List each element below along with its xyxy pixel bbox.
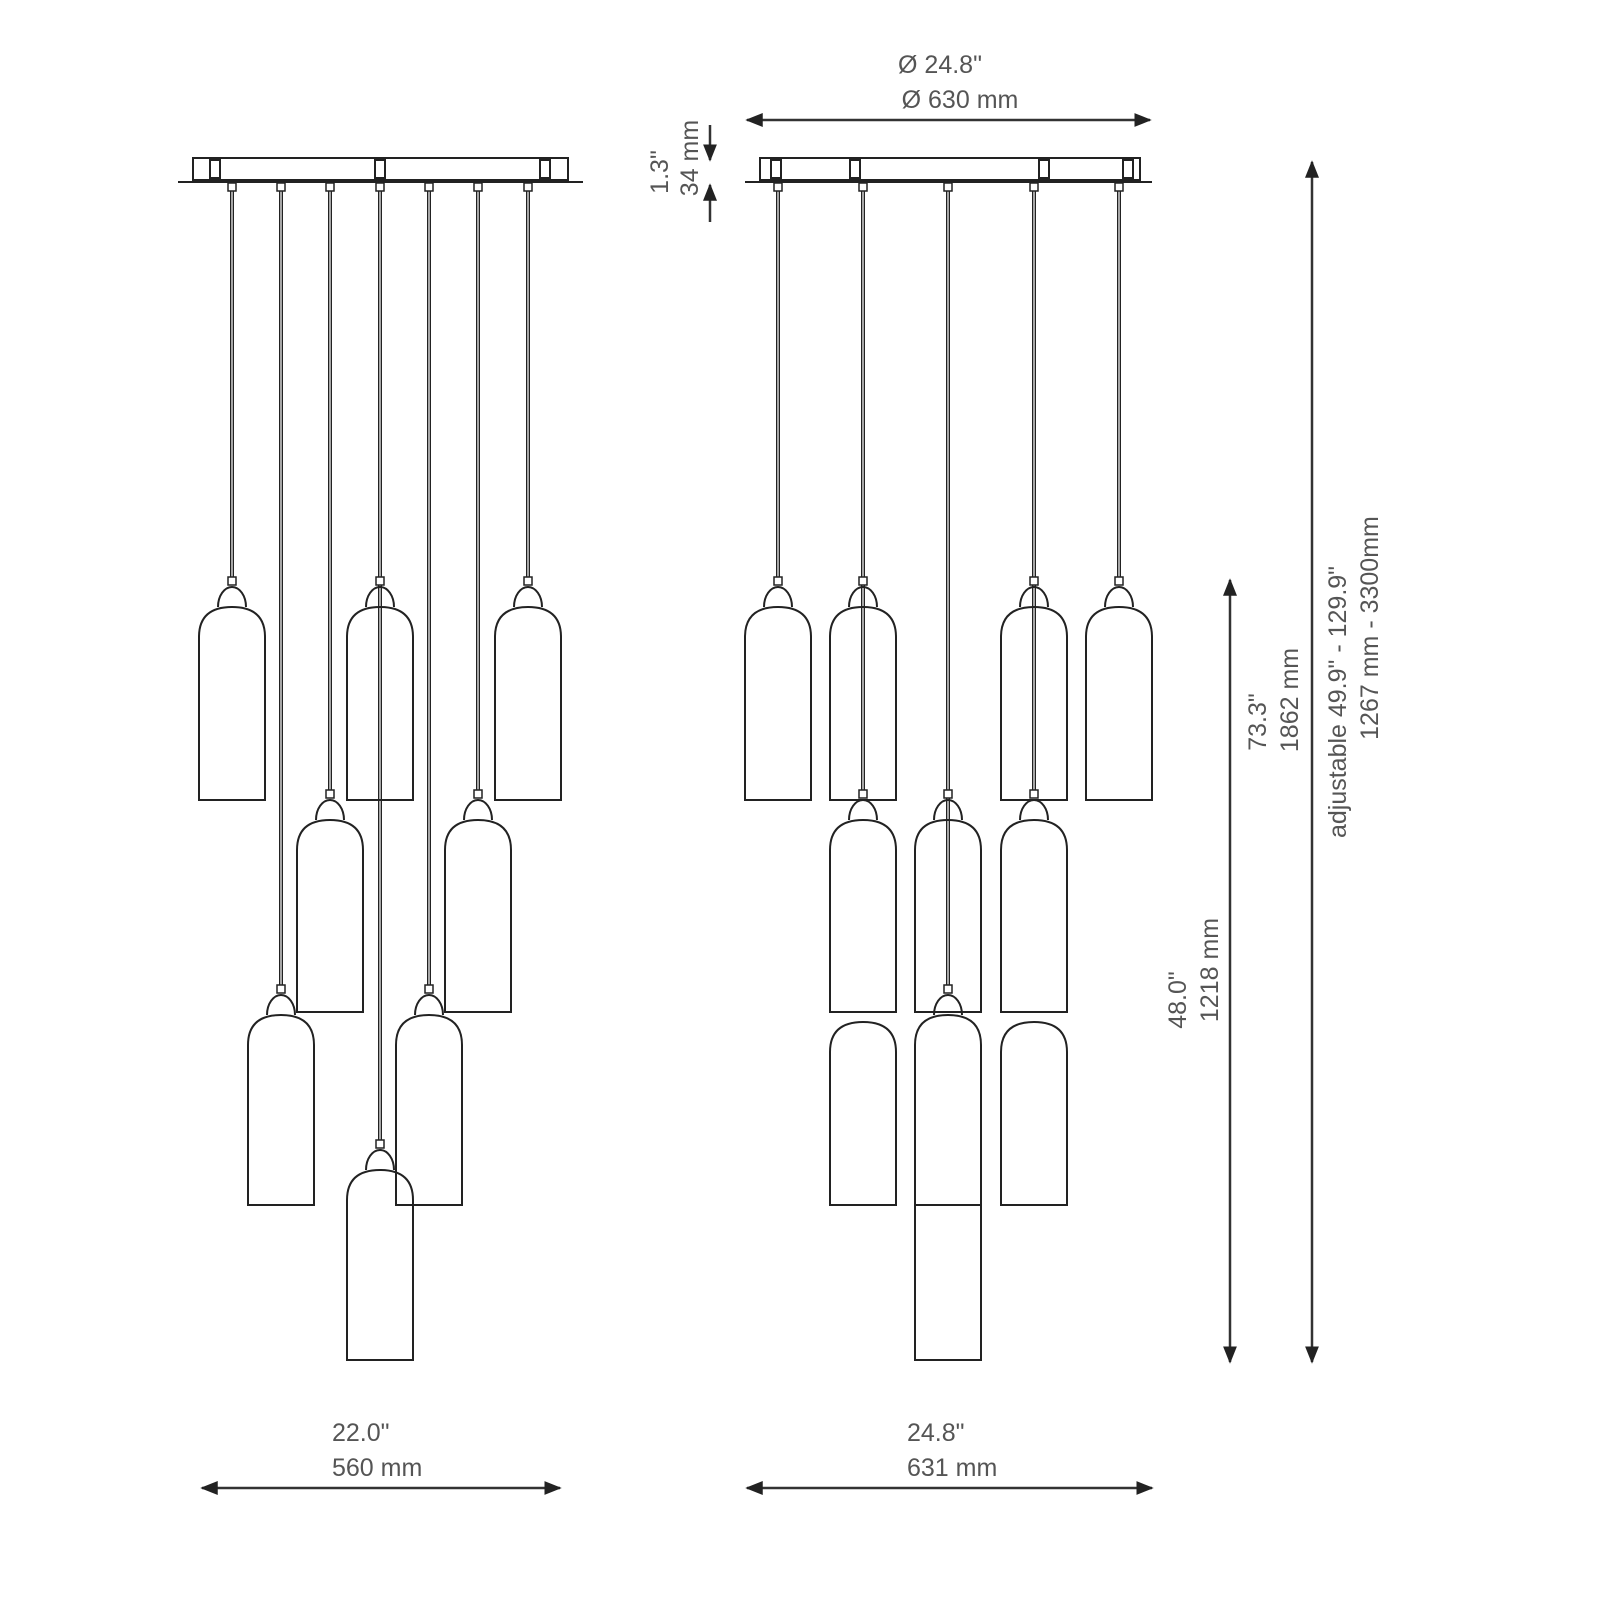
pendant-cord-grip <box>1114 576 1124 586</box>
left-width-in: 22.0" <box>332 1419 390 1447</box>
pendant-cap <box>933 799 963 821</box>
drop-mm: 1218 mm <box>1196 918 1224 1022</box>
cord-grip <box>943 182 953 192</box>
canopy-screw-icon <box>374 159 386 179</box>
cord-grip <box>1114 182 1124 192</box>
pendant-cap <box>1019 586 1049 608</box>
pendant-glass-shade-hidden <box>914 1204 982 1361</box>
pendant-glass-shade <box>296 818 364 1013</box>
canopy-diameter-mm: Ø 630 mm <box>902 86 1019 114</box>
cord-grip <box>523 182 533 192</box>
canopy-screw-icon <box>209 159 221 179</box>
pendant-glass-shade <box>247 1013 315 1206</box>
left-view-fixture <box>178 157 583 1361</box>
canopy-height-mm: 34 mm <box>676 120 704 196</box>
adjustable-range-in: adjustable 49.9" - 129.9" <box>1324 566 1352 838</box>
adjustable-range-mm: 1267 mm - 3300mm <box>1356 516 1384 740</box>
canopy-screw-icon <box>539 159 551 179</box>
cord-grip <box>227 182 237 192</box>
pendant-glass-shade <box>1085 605 1153 801</box>
right-width-in: 24.8" <box>907 1419 965 1447</box>
left-width-mm: 560 mm <box>332 1454 422 1482</box>
canopy-screw-icon <box>1038 159 1050 179</box>
cord-grip <box>424 182 434 192</box>
right-view-fixture <box>744 157 1153 1361</box>
pendant-cap <box>414 994 444 1016</box>
pendant-glass-shade <box>1000 818 1068 1013</box>
pendant-glass-shade <box>914 818 982 1013</box>
pendant-cord-grip <box>473 789 483 799</box>
pendant-cap <box>933 994 963 1016</box>
cord-grip <box>276 182 286 192</box>
pendant-cap <box>365 1149 395 1171</box>
pendant-cap <box>1104 586 1134 608</box>
pendant-cord-grip <box>773 576 783 586</box>
pendant-cap <box>848 586 878 608</box>
pendant-glass-shade <box>444 818 512 1013</box>
pendant-glass-shade <box>494 605 562 801</box>
pendant-glass-shade <box>346 605 414 801</box>
cord-grip <box>325 182 335 192</box>
pendant-cord-grip <box>858 576 868 586</box>
canopy-screw-icon <box>1122 159 1134 179</box>
pendant-cap <box>365 586 395 608</box>
drop-in: 48.0" <box>1164 971 1192 1029</box>
pendant-cord-grip <box>375 1139 385 1149</box>
pendant-cap <box>763 586 793 608</box>
pendant-cord-grip <box>943 789 953 799</box>
pendant-glass-shade <box>829 605 897 801</box>
pendant-cord-grip <box>276 984 286 994</box>
right-width-mm: 631 mm <box>907 1454 997 1482</box>
pendant-glass-shade <box>198 605 266 801</box>
pendant-glass-shade <box>1000 605 1068 801</box>
pendant-cord-grip <box>375 576 385 586</box>
canopy-plate <box>192 157 569 181</box>
cord-grip <box>858 182 868 192</box>
pendant-cord-grip <box>424 984 434 994</box>
pendant-cap <box>217 586 247 608</box>
pendant-cord-grip <box>325 789 335 799</box>
pendant-glass-shade <box>346 1168 414 1361</box>
canopy-height-in: 1.3" <box>646 150 674 194</box>
pendant-glass-shade <box>914 1013 982 1206</box>
pendant-cord-grip <box>1029 789 1039 799</box>
pendant-glass-shade <box>829 1020 897 1206</box>
pendant-cap <box>848 799 878 821</box>
pendant-cord-grip <box>227 576 237 586</box>
cord-grip <box>1029 182 1039 192</box>
canopy-diameter-in: Ø 24.8" <box>898 51 982 79</box>
cord-grip <box>473 182 483 192</box>
pendant-cap <box>463 799 493 821</box>
pendant-cord-grip <box>523 576 533 586</box>
pendant-cap <box>1019 799 1049 821</box>
pendant-cap <box>266 994 296 1016</box>
pendant-glass-shade <box>395 1013 463 1206</box>
canopy-screw-icon <box>849 159 861 179</box>
cord-grip <box>375 182 385 192</box>
pendant-cord-grip <box>1029 576 1039 586</box>
pendant-cap <box>315 799 345 821</box>
pendant-glass-shade <box>1000 1020 1068 1206</box>
pendant-glass-shade <box>744 605 812 801</box>
pendant-cap <box>513 586 543 608</box>
canopy-plate <box>759 157 1141 181</box>
pendant-glass-shade <box>829 818 897 1013</box>
total-height-in: 73.3" <box>1244 693 1272 751</box>
cord-grip <box>773 182 783 192</box>
canopy-screw-icon <box>770 159 782 179</box>
pendant-cord-grip <box>943 984 953 994</box>
pendant-cord-grip <box>858 789 868 799</box>
total-height-mm: 1862 mm <box>1276 648 1304 752</box>
